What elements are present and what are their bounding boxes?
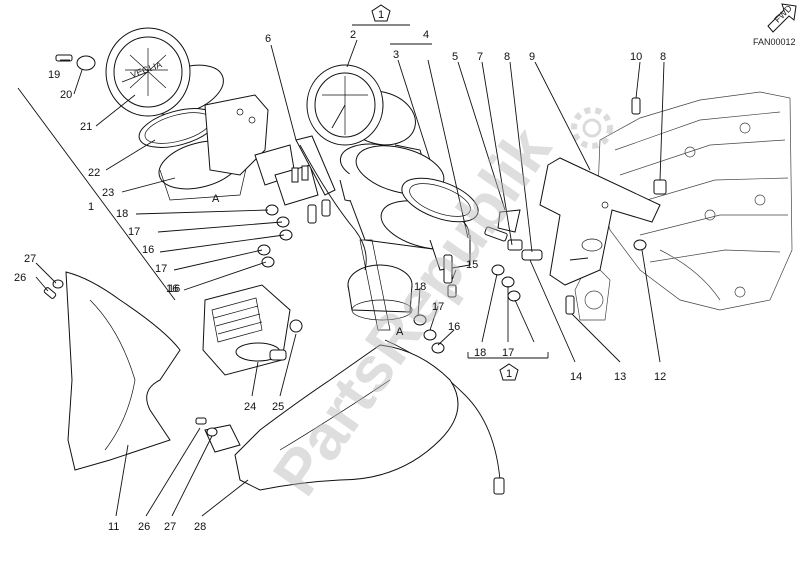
- callout-l18b: 18: [414, 281, 426, 293]
- callout-l18c: 18: [474, 347, 486, 359]
- fwd-arrow-icon: FWD: [767, 3, 797, 33]
- group-marker-top-label: 1: [378, 9, 384, 21]
- callout-l13: 13: [614, 371, 626, 383]
- left-gauge: VEGLIA: [105, 27, 224, 117]
- bracket: [539, 157, 661, 286]
- callout-l17b: 17: [155, 263, 167, 275]
- callout-l17d: 17: [502, 347, 514, 359]
- callout-l26a: 26: [14, 272, 26, 284]
- left-fastener-stack: [257, 204, 293, 268]
- callout-l25: 25: [272, 401, 284, 413]
- callout-l9: 9: [529, 51, 535, 63]
- warning-light-unit: [202, 284, 303, 376]
- gear-icon: [571, 107, 613, 149]
- diagram-code: FAN00012: [753, 37, 796, 47]
- callout-l16c: 16: [168, 283, 180, 295]
- bulb-holders: [274, 135, 336, 224]
- callout-l1: 1: [88, 201, 94, 213]
- left-fairing-panel: [65, 271, 181, 471]
- callout-l28: 28: [194, 521, 206, 533]
- callout-l17c: 17: [432, 301, 444, 313]
- lower-cup: [347, 239, 445, 354]
- callout-l16d: 16: [448, 321, 460, 333]
- callout-l22: 22: [88, 167, 100, 179]
- callout-l24: 24: [244, 401, 256, 413]
- callout-lA2: A: [396, 326, 404, 338]
- trip-knob: [55, 54, 96, 71]
- callout-l19: 19: [48, 69, 60, 81]
- callout-l14: 14: [570, 371, 582, 383]
- group-marker-bottom: 1: [499, 363, 519, 381]
- panel-screws: [43, 279, 218, 437]
- callout-l27a: 27: [24, 253, 36, 265]
- right-fasteners: [484, 97, 667, 315]
- callout-lA1: A: [212, 193, 220, 205]
- callout-l20: 20: [60, 89, 72, 101]
- callout-l6: 6: [265, 33, 271, 45]
- callout-l26b: 26: [138, 521, 150, 533]
- callout-l27b: 27: [164, 521, 176, 533]
- callout-l10: 10: [630, 51, 642, 63]
- callout-l2: 2: [350, 29, 356, 41]
- callout-l18a: 18: [116, 208, 128, 220]
- callout-l21: 21: [80, 121, 92, 133]
- callout-l15: 15: [466, 259, 478, 271]
- group-marker-top: 1: [371, 4, 391, 22]
- group-marker-bottom-label: 1: [506, 368, 512, 380]
- callout-l12: 12: [654, 371, 666, 383]
- leader-lines: [17, 24, 665, 517]
- callout-l7: 7: [477, 51, 483, 63]
- callout-l3: 3: [393, 49, 399, 61]
- callout-l5: 5: [452, 51, 458, 63]
- callout-l16a: 16: [142, 244, 154, 256]
- callout-l4: 4: [423, 29, 429, 41]
- callout-l23: 23: [102, 187, 114, 199]
- left-bracket: [204, 94, 296, 186]
- right-ring-stack: [401, 177, 479, 298]
- callout-l16b: 16: [166, 283, 178, 295]
- callout-l11: 11: [108, 521, 119, 533]
- callout-l8b: 8: [660, 51, 666, 63]
- frame-headstock: [574, 91, 793, 321]
- callout-l17a: 17: [128, 226, 140, 238]
- callout-l8a: 8: [504, 51, 510, 63]
